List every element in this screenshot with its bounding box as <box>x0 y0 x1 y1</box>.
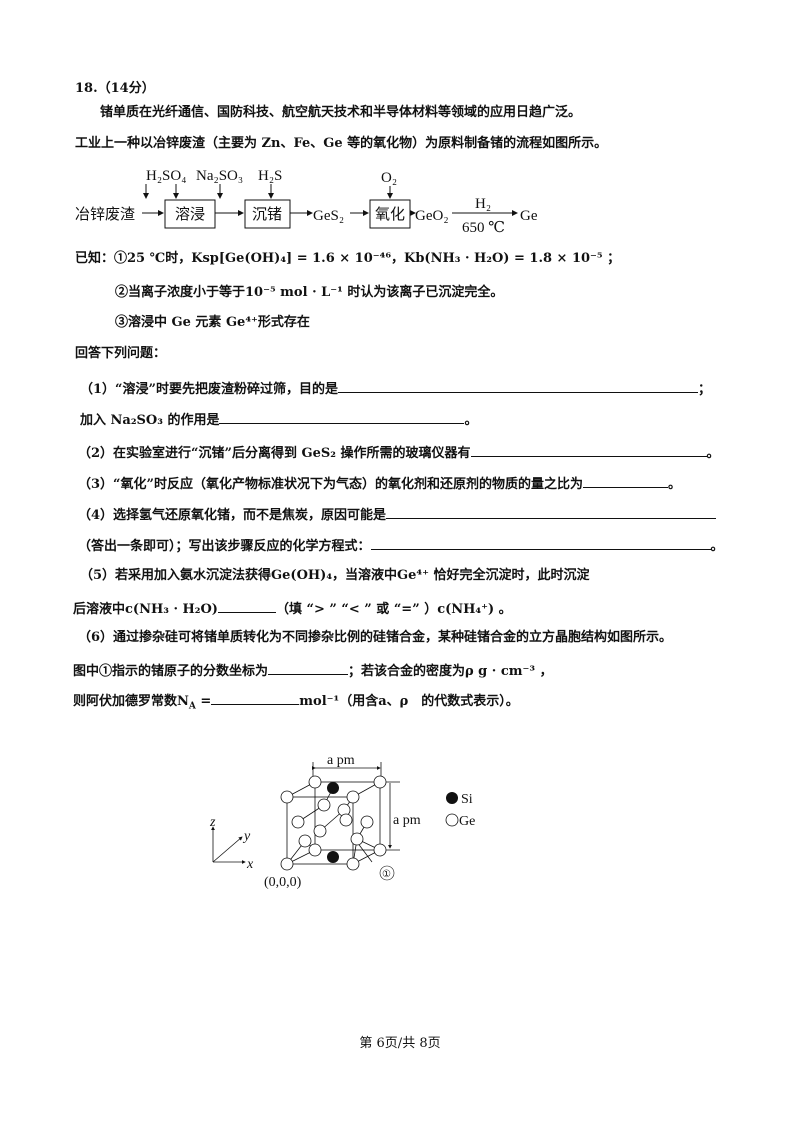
q5b-text: 后溶液中c(NH₃ · H₂O) <box>73 602 218 617</box>
edge-label-top: a pm <box>327 753 355 768</box>
page-footer: 第 6页/共 8页 <box>359 1036 441 1051</box>
q1b-text: 加入 Na₂SO₃ 的作用是 <box>80 413 220 428</box>
answer-blank[interactable] <box>268 660 349 675</box>
q3-text: （3）“氧化”时反应（氧化产物标准状况下为气态）的氧化剂和还原剂的物质的量之比为 <box>78 477 584 492</box>
legend-ge-icon <box>445 813 459 827</box>
q3-line: （3）“氧化”时反应（氧化产物标准状况下为气态）的氧化剂和还原剂的物质的量之比为… <box>78 473 681 494</box>
intermediate: GeS₂ <box>313 208 344 224</box>
q6c-line: 则阿伏加德罗常数NA = mol⁻¹（用含a、ρ 的代数式表示）。 <box>73 690 519 716</box>
punct: 。 <box>710 539 724 554</box>
q5b-text: （填 “> ” “< ” 或 “=” ）c(NH₄⁺) 。 <box>275 602 512 617</box>
axis-x-label: x <box>246 857 254 872</box>
step-box <box>244 199 291 229</box>
origin-label: (0,0,0) <box>264 875 302 890</box>
q2-text: （2）在实验室进行“沉锗”后分离得到 GeS₂ 操作所需的玻璃仪器有 <box>78 446 471 461</box>
answer-blank[interactable] <box>370 535 711 550</box>
legend-ge: Ge <box>459 814 475 829</box>
edge-label-side: a pm <box>393 813 421 828</box>
reagent: H₂S <box>258 168 282 184</box>
answer-blank[interactable] <box>219 409 465 424</box>
final-condition: 650 ℃ <box>462 220 505 236</box>
q4-text: （4）选择氢气还原氧化锗，而不是焦炭，原因可能是 <box>78 508 387 523</box>
step-dissolve: 溶浸 <box>175 206 205 223</box>
q6c-text: mol⁻¹（用含a、ρ 的代数式表示）。 <box>299 694 519 709</box>
answer-blank[interactable] <box>386 504 717 519</box>
q1-text: （1）“溶浸”时要先把废渣粉碎过筛，目的是 <box>80 382 339 397</box>
legend-si: Si <box>461 792 473 807</box>
equals: = <box>195 694 212 709</box>
marker-label: ① <box>382 869 391 880</box>
intro-text: 锗单质在光纤通信、国防科技、航空航天技术和半导体材料等领域的应用日趋广泛。 <box>100 105 582 120</box>
final-reagent: H₂ <box>475 196 491 212</box>
answer-blank[interactable] <box>211 690 300 705</box>
si-atoms <box>327 782 458 863</box>
q5-line: （5）若采用加入氨水沉淀法获得Ge(OH)₄，当溶液中Ge⁴⁺ 恰好完全沉淀时，… <box>80 568 590 583</box>
crystal-cell-figure: a pm a pm Si Ge (0,0,0) ① x y z <box>209 753 475 890</box>
punct: 。 <box>464 413 478 428</box>
q6-line: （6）通过掺杂硅可将锗单质转化为不同掺杂比例的硅锗合金，某种硅锗合金的立方晶胞结… <box>78 630 673 645</box>
q4b-text: （答出一条即可）；写出该步骤反应的化学方程式： <box>78 539 371 554</box>
answer-blank[interactable] <box>217 598 276 613</box>
subscript: A <box>188 701 196 712</box>
reagent: Na₂SO₃ <box>196 168 243 184</box>
answer-blank[interactable] <box>338 378 699 393</box>
q4-line: （4）选择氢气还原氧化锗，而不是焦炭，原因可能是 <box>78 504 717 525</box>
q4b-line: （答出一条即可）；写出该步骤反应的化学方程式： 。 <box>78 535 724 556</box>
process-flowchart: 冶锌废渣 溶浸 沉锗 氧化 GeS₂ GeO₂ Ge H₂SO₄ Na₂SO₃ … <box>75 168 538 236</box>
known-2: ②当离子浓度小于等于10⁻⁵ mol · L⁻¹ 时认为该离子已沉淀完全。 <box>115 285 504 300</box>
q6b-line: 图中①指示的锗原子的分数坐标为 ；若该合金的密度为ρ g · cm⁻³ ， <box>73 660 553 681</box>
q5b-line: 后溶液中c(NH₃ · H₂O) （填 “> ” “< ” 或 “=” ）c(NH… <box>73 598 512 619</box>
intermediate: GeO₂ <box>415 208 449 224</box>
answer-blank[interactable] <box>470 442 707 457</box>
reagent: O₂ <box>381 170 397 186</box>
start-material: 冶锌废渣 <box>75 206 135 223</box>
punct: ； <box>698 382 712 397</box>
known-3: ③溶浸中 Ge 元素 Ge⁴⁺形式存在 <box>115 315 310 330</box>
q2-line: （2）在实验室进行“沉锗”后分离得到 GeS₂ 操作所需的玻璃仪器有 。 <box>78 442 720 463</box>
step-precipitate: 沉锗 <box>252 206 282 223</box>
punct: 。 <box>706 446 720 461</box>
axis-z-label: z <box>209 815 216 830</box>
q6b-text: 图中①指示的锗原子的分数坐标为 <box>73 664 269 679</box>
q6c-text: 则阿伏加德罗常数N <box>73 694 189 709</box>
q1b-line: 加入 Na₂SO₃ 的作用是 。 <box>80 409 477 430</box>
axis-y-label: y <box>242 829 251 844</box>
step-box <box>164 199 216 229</box>
step-oxidize: 氧化 <box>375 206 405 223</box>
q6b-text: ；若该合金的密度为ρ g · cm⁻³ ， <box>348 664 553 679</box>
answer-blank[interactable] <box>583 473 669 488</box>
legend-si-icon <box>446 792 458 804</box>
product: Ge <box>520 208 538 224</box>
y-axis <box>212 836 243 863</box>
prompt: 回答下列问题： <box>75 346 167 361</box>
punct: 。 <box>668 477 682 492</box>
known-1: 已知：①25 ℃时，Ksp[Ge(OH)₄] = 1.6 × 10⁻⁴⁶，Kb(… <box>75 251 621 266</box>
intro-text-2: 工业上一种以冶锌废渣（主要为 Zn、Fe、Ge 等的氧化物）为原料制备锗的流程如… <box>75 136 608 151</box>
reagent: H₂SO₄ <box>146 168 186 184</box>
ge-atoms <box>280 775 387 871</box>
q1-line: （1）“溶浸”时要先把废渣粉碎过筛，目的是 ； <box>80 378 711 399</box>
question-number: 18.（14分） <box>75 81 155 96</box>
